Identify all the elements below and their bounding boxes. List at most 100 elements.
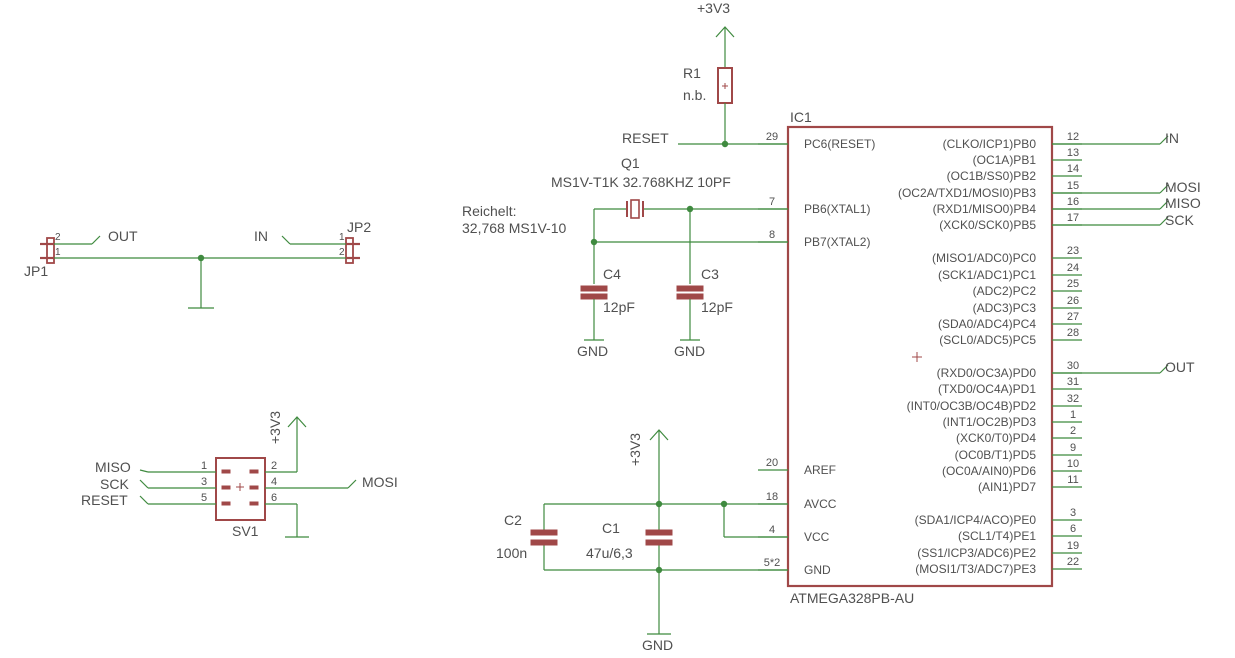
r1-value: n.b. [683, 87, 706, 103]
ic1-pin-number: 31 [1067, 376, 1079, 388]
ic1-pin-label: (CLKO/ICP1)PB0 [943, 137, 1037, 151]
ic1-pin-label: (SCL1/T4)PE1 [958, 529, 1036, 543]
ic1-pin-label: (MOSI1/T3/ADC7)PE3 [915, 562, 1036, 576]
ic1-pin-label: (OC2A/TXD1/MOSI0)PB3 [898, 186, 1036, 200]
ic1-pin-label: (SDA1/ICP4/ACO)PE0 [915, 513, 1037, 527]
jp2-pin-a: 1 [339, 232, 345, 243]
ic1-pin-label: (TXD0/OC4A)PD1 [938, 382, 1036, 396]
sv1-name: SV1 [232, 523, 259, 539]
ic1-pin--sda0-adc4-pc4: 27 (SDA0/ADC4)PC4 [938, 311, 1082, 331]
c2-name: C2 [504, 512, 522, 528]
ic1-pin-label: PB7(XTAL2) [804, 235, 870, 249]
jp2-jumper: 1 2 JP2 [339, 219, 371, 264]
ic1-pin--rxd0-oc3a-pd0: 30(RXD0/OC3A)PD0 [937, 360, 1082, 380]
c3-gnd-label: GND [674, 343, 705, 359]
gnd-bottom-symbol: GND [642, 633, 673, 653]
c4-gnd-label: GND [577, 343, 608, 359]
ic1-pin-number: 27 [1067, 311, 1079, 323]
c4-name: C4 [603, 266, 621, 282]
q1-note-line2: 32,768 MS1V-10 [462, 220, 567, 236]
ic1-pin-label: (ADC3)PC3 [973, 301, 1037, 315]
ic1-pin-number: 23 [1067, 245, 1079, 257]
ic1-pin--txd0-oc4a-pd1: 31 (TXD0/OC4A)PD1 [938, 376, 1082, 396]
ic1-pin-label: (ADC2)PC2 [973, 284, 1037, 298]
ic1-pin-label: AREF [804, 463, 836, 477]
sv1-pin-1: 1 [201, 460, 207, 472]
ic1-pin-number: 9 [1070, 442, 1076, 454]
ic1-pin-label: (RXD0/OC3A)PD0 [937, 366, 1037, 380]
c4-capacitor: C4 12pF GND [577, 266, 635, 359]
ic1-pin--clko-icp1-pb0: 12 (CLKO/ICP1)PB0 [943, 131, 1082, 151]
ic1-pin-number: 13 [1067, 147, 1079, 159]
ic1-pin-number: 24 [1067, 262, 1079, 274]
sck-net-label-right: SCK [1165, 212, 1194, 228]
ic1-pin-number: 3 [1070, 507, 1076, 519]
ic1-pin-number: 16 [1067, 196, 1079, 208]
ic1-pin-label: (OC1A)PB1 [973, 153, 1037, 167]
mosi-net-label-right: MOSI [1165, 179, 1201, 195]
ic1-pin-number: 11 [1067, 474, 1078, 486]
ic1-pin-number: 5*2 [764, 557, 781, 569]
sv1-pin-6: 6 [271, 492, 277, 504]
jp1-pin-b: 1 [55, 247, 61, 258]
sv1-miso-label: MISO [95, 459, 131, 475]
out-net-label-left: OUT [108, 228, 138, 244]
c2-capacitor: C2 100n [496, 512, 558, 561]
ic1-pin-label: (RXD1/MISO0)PB4 [933, 202, 1037, 216]
ic1-pin-label: GND [804, 563, 831, 577]
ic1-pin-label: AVCC [804, 497, 837, 511]
ic1-pin-number: 4 [769, 524, 775, 536]
in-net-label-left: IN [254, 228, 268, 244]
ic1-pin--xck0-t0-pd4: 2(XCK0/T0)PD4 [956, 425, 1082, 445]
sv1-mosi-label: MOSI [362, 474, 398, 490]
sv1-pin-4: 4 [271, 476, 277, 488]
ic1-right-pins: 12(CLKO/ICP1)PB013(OC1A)PB114(OC1B/SS0)P… [898, 131, 1082, 576]
ic1-pin--oc0b-t1-pd5: 9(OC0B/T1)PD5 [955, 442, 1082, 462]
ic1-pin-number: 29 [766, 131, 778, 143]
ic1-pin--mosi1-t3-adc7-pe3: 22(MOSI1/T3/ADC7)PE3 [915, 556, 1082, 576]
vcc-sv1-label: +3V3 [267, 411, 283, 444]
ic1-pin--miso1-adc0-pc0: 23(MISO1/ADC0)PC0 [932, 245, 1082, 265]
c1-value: 47u/6,3 [586, 545, 633, 561]
ic1-pin-number: 8 [769, 229, 775, 241]
ic1-pin-label: (XCK0/SCK0)PB5 [939, 218, 1036, 232]
ic1-pin-number: 12 [1067, 131, 1079, 143]
ic1-pin--oc2a-txd1-mosi0-pb3: 15(OC2A/TXD1/MOSI0)PB3 [898, 180, 1082, 200]
ic1-pin-number: 25 [1067, 278, 1079, 290]
ic1-pin-label: (SCK1/ADC1)PC1 [938, 268, 1036, 282]
in-net-label-right: IN [1165, 130, 1179, 146]
sv1-pin-3: 3 [201, 476, 207, 488]
c3-name: C3 [701, 266, 719, 282]
ic1-pin--oc1b-ss0-pb2: 14(OC1B/SS0)PB2 [947, 163, 1082, 183]
q1-value: MS1V-T1K 32.768KHZ 10PF [551, 174, 731, 190]
gnd-bottom-label: GND [642, 637, 673, 653]
c3-capacitor: C3 12pF GND [674, 266, 733, 359]
sv1-reset-label: RESET [81, 492, 128, 508]
ic1-pin--sda1-icp4-aco-pe0: 3 (SDA1/ICP4/ACO)PE0 [915, 507, 1082, 527]
q1-note-line1: Reichelt: [462, 203, 516, 219]
ic1-pin-label: (SDA0/ADC4)PC4 [938, 317, 1036, 331]
c3-value: 12pF [701, 299, 733, 315]
jp1-jumper: 2 1 JP1 [24, 232, 61, 279]
out-net-label-right: OUT [1165, 359, 1195, 375]
vcc-mid-symbol: +3V3 [627, 429, 669, 504]
jp1-name: JP1 [24, 263, 48, 279]
ic1-pin--int1-oc2b-pd3: 1(INT1/OC2B)PD3 [943, 409, 1082, 429]
ic1-pin--oc1a-pb1: 13 (OC1A)PB1 [973, 147, 1082, 167]
sv1-sck-label: SCK [100, 476, 129, 492]
ic1-pin-number: 18 [766, 491, 778, 503]
ic1-pin-number: 1 [1070, 409, 1076, 421]
c2-value: 100n [496, 545, 527, 561]
ic1-pin--scl1-t4-pe1: 6(SCL1/T4)PE1 [958, 523, 1082, 543]
sv1-pin-2: 2 [271, 460, 277, 472]
ic1-pin--oc0a-ain0-pd6: 10(OC0A/AIN0)PD6 [942, 458, 1082, 478]
